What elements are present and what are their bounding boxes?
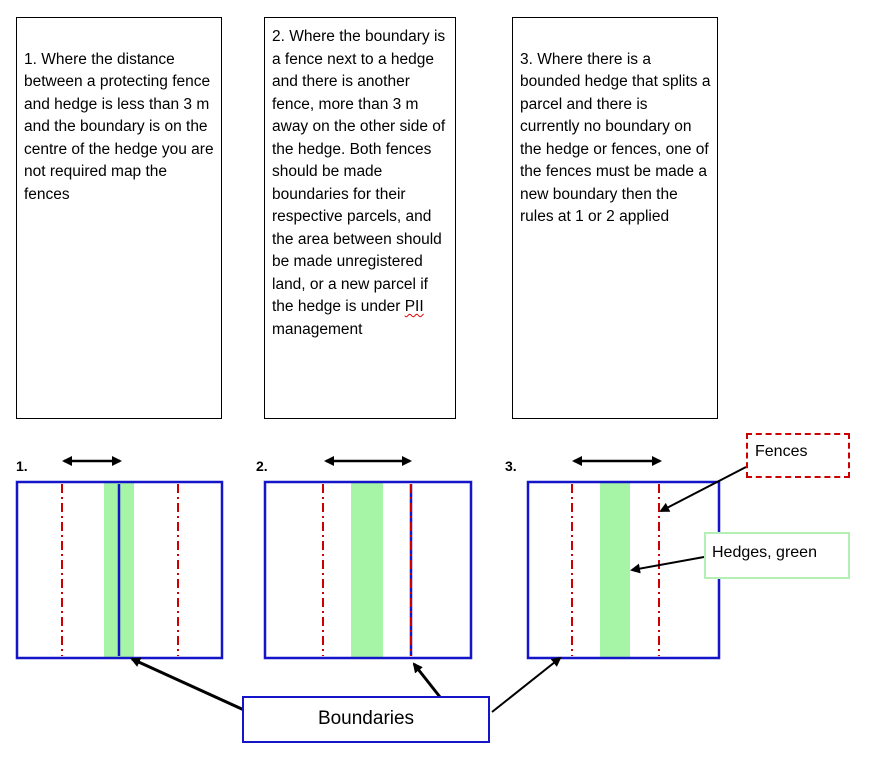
hedges-pointer	[630, 556, 705, 574]
fences-pointer	[659, 466, 747, 512]
panel-label-1: 1.	[16, 458, 28, 474]
rule-box-1: 1. Where the distance between a protecti…	[16, 17, 222, 419]
hedge-3	[600, 482, 630, 658]
fences-legend-label: Fences	[755, 443, 808, 460]
hedges-legend-label: Hedges, green	[712, 544, 817, 561]
rule-2-pii: PII	[404, 298, 424, 315]
panel-3	[526, 456, 721, 660]
fences-legend: Fences	[746, 433, 850, 478]
rule-3-text: 3. Where there is a bounded hedge that s…	[520, 50, 711, 226]
hedges-legend: Hedges, green	[704, 532, 850, 579]
panel-2	[263, 456, 473, 660]
boundaries-pointer-2	[412, 662, 442, 698]
boundaries-legend-label: Boundaries	[317, 708, 415, 729]
boundaries-pointer-1	[130, 657, 245, 712]
parcel-1	[15, 480, 224, 660]
panel-1	[15, 456, 224, 660]
boundaries-pointer-3	[491, 656, 562, 713]
rule-2-text: 2. Where the boundary is a fence next to…	[272, 28, 446, 315]
rule-box-2: 2. Where the boundary is a fence next to…	[264, 17, 456, 419]
parcel-2	[263, 480, 473, 660]
panel-label-3: 3.	[505, 458, 517, 474]
boundaries-legend: Boundaries	[242, 696, 490, 743]
rule-1-text: 1. Where the distance between a protecti…	[24, 50, 214, 203]
rule-2-text-end: management	[272, 320, 363, 338]
rule-box-3: 3. Where there is a bounded hedge that s…	[512, 17, 718, 419]
hedge-2	[351, 482, 383, 658]
panel-label-2: 2.	[256, 458, 268, 474]
